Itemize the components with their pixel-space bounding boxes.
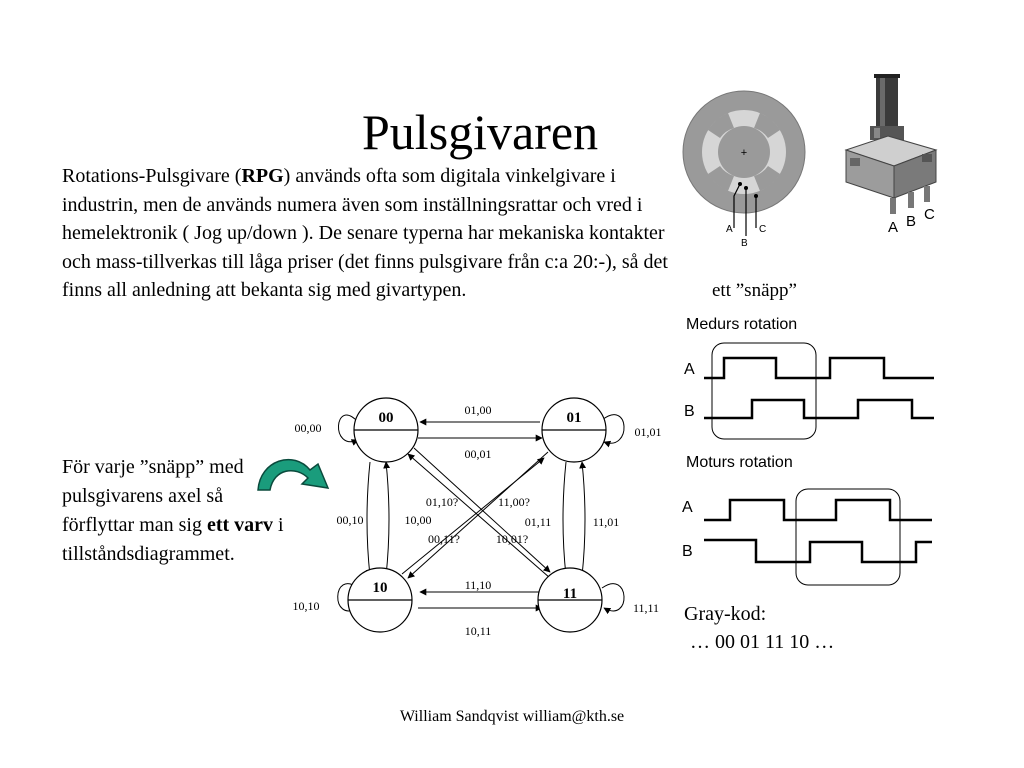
edge-label-top-upper: 01,00 <box>465 403 492 417</box>
ccw-title: Moturs rotation <box>686 454 793 471</box>
ccw-waveform-b <box>704 538 932 564</box>
side-note-post: i tillståndsdiagrammet. <box>62 514 284 565</box>
edge-label-diag-ul: 01,10? <box>426 495 458 509</box>
intro-paragraph: Rotations-Pulsgivare (RPG) används ofta … <box>62 162 692 305</box>
curved-arrow-icon <box>257 459 330 491</box>
gray-code-label: Gray-kod: <box>684 603 767 625</box>
snapp-label: ett ”snäpp” <box>712 280 797 301</box>
disk-label-a: A <box>726 224 733 235</box>
ccw-waveform-a <box>704 498 932 522</box>
edge-label-right-outer: 11,01 <box>593 515 620 529</box>
disk-label-b: B <box>741 238 748 249</box>
edge-label-diag-ll: 00,11? <box>428 532 460 546</box>
self-loop-label-00: 00,00 <box>295 421 322 435</box>
component-label-c: C <box>924 206 935 223</box>
edge-label-left-inner: 10,00 <box>405 513 432 527</box>
component-label-b: B <box>906 213 916 230</box>
state-01-label: 01 <box>567 410 582 426</box>
gray-code-block: Gray-kod: … 00 01 11 10 … <box>684 600 834 656</box>
intro-text-post: ) används ofta som digitala vinkelgivare… <box>62 165 668 301</box>
state-00-label: 00 <box>379 410 394 426</box>
disk-label-c: C <box>759 224 766 235</box>
edge-label-diag-ur: 11,00? <box>498 495 530 509</box>
footer: William Sandqvist william@kth.se <box>399 708 625 725</box>
state-diagram: 00 01 10 11 01,00 00,01 11,10 10,11 00,1… <box>293 397 662 638</box>
side-note: För varje ”snäpp” med pulsgivarens axel … <box>62 453 292 569</box>
state-10-label: 10 <box>373 580 388 596</box>
cw-signal-a-label: A <box>684 361 695 378</box>
cw-waveform-b <box>704 398 934 420</box>
edge-label-bottom-upper: 11,10 <box>465 578 492 592</box>
ccw-signal-b-label: B <box>682 543 693 560</box>
self-loop-label-10: 10,10 <box>293 599 320 613</box>
disk-center-mark: + <box>741 147 747 159</box>
state-11-label: 11 <box>563 586 577 602</box>
ccw-signal-a-label: A <box>682 499 693 516</box>
edge-label-top-lower: 00,01 <box>465 447 492 461</box>
waveform-diagram: Medurs rotation A B Moturs rotation A B <box>682 316 934 586</box>
edge-label-bottom-lower: 10,11 <box>465 624 492 638</box>
intro-text-pre: Rotations-Pulsgivare ( <box>62 165 242 187</box>
self-loop-label-11: 11,11 <box>633 601 659 615</box>
edge-label-left-outer: 00,10 <box>337 513 364 527</box>
cw-signal-b-label: B <box>684 403 695 420</box>
cw-waveform-a <box>704 356 934 380</box>
cw-title: Medurs rotation <box>686 316 797 333</box>
self-loop-label-01: 01,01 <box>635 425 662 439</box>
component-label-a: A <box>888 219 898 236</box>
gray-code-sequence: … 00 01 11 10 … <box>690 631 835 653</box>
edge-label-right-inner: 01,11 <box>525 515 552 529</box>
encoder-component-image: A B C <box>844 74 938 236</box>
edge-label-diag-lr: 10,01? <box>496 532 528 546</box>
encoder-disk-drawing: + A B C <box>682 90 806 249</box>
slide-title: Pulsgivaren <box>362 104 599 160</box>
side-note-bold: ett varv <box>206 514 274 536</box>
side-note-pre: För varje ”snäpp” med pulsgivarens axel … <box>62 456 244 536</box>
intro-text-bold: RPG <box>241 165 284 187</box>
